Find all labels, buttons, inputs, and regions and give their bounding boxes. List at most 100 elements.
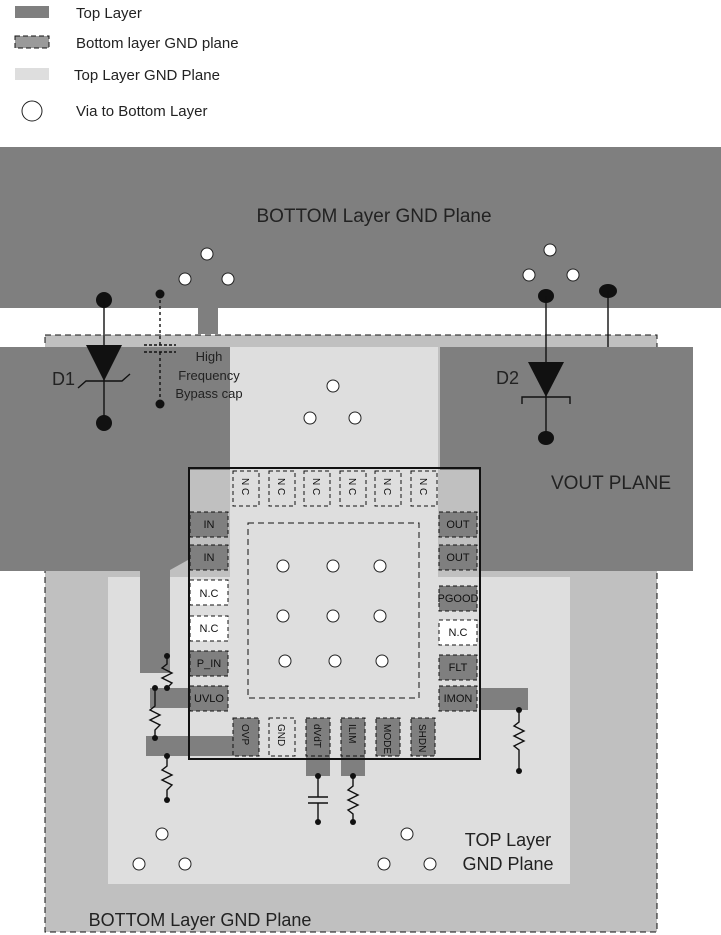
legend-swatch-bottom-gnd	[14, 35, 50, 49]
pad-dot	[516, 768, 522, 774]
ic-package-outline	[188, 467, 481, 760]
vias	[132, 243, 580, 871]
pin-pad	[232, 717, 260, 757]
pin-pad	[189, 685, 229, 712]
pin-right-5: FLT	[449, 662, 468, 674]
pad-dot	[164, 797, 170, 803]
via	[522, 268, 536, 282]
pin-bottom-2: GND	[275, 724, 286, 746]
vout-plane-label: VOUT PLANE	[551, 473, 671, 494]
pin-left-4: N.C	[200, 623, 219, 635]
via	[326, 379, 340, 393]
pin-pad	[340, 717, 366, 757]
pin-pad	[268, 717, 296, 757]
via	[348, 411, 362, 425]
d1-diode: D1	[52, 292, 131, 431]
via	[221, 272, 235, 286]
d1-bar	[77, 373, 131, 389]
pin-pad	[189, 544, 229, 571]
bottom-gnd-plane-top	[0, 147, 721, 308]
uvlo-resistor-network	[148, 653, 174, 803]
via	[566, 268, 580, 282]
ilim-resistor	[346, 773, 360, 825]
via	[326, 559, 340, 573]
pad-dot	[152, 735, 158, 741]
via	[200, 247, 214, 261]
pad-dot	[155, 399, 165, 409]
pin-bottom-1: OVP	[239, 724, 250, 745]
pin-left-2: IN	[204, 552, 215, 564]
bypass-cap: High Frequency Bypass cap	[144, 289, 243, 409]
pad-dot	[164, 685, 170, 691]
cap-label-3: Bypass cap	[175, 386, 242, 401]
via	[423, 857, 437, 871]
legend-via: Via to Bottom Layer	[76, 103, 207, 120]
pin-bottom-5: MODE	[381, 724, 392, 754]
imon-trace	[480, 688, 528, 710]
thermal-pad-vias	[276, 559, 389, 668]
legend-swatch-top-layer	[15, 6, 49, 18]
pin-left-5: P_IN	[197, 658, 222, 670]
pin-top-6: N C	[417, 478, 428, 495]
via	[543, 243, 557, 257]
uvlo-trace	[150, 688, 190, 708]
input-plane	[0, 347, 230, 673]
legend-swatch-top-gnd	[15, 68, 49, 80]
pin-pad	[438, 619, 478, 646]
pin-pad	[305, 717, 331, 757]
pin-right-6: IMON	[444, 693, 473, 705]
pin-pad	[438, 585, 478, 612]
via	[400, 827, 414, 841]
resistor-icon	[160, 756, 174, 800]
pin-bottom-4: ILIM	[346, 724, 357, 743]
via	[328, 654, 342, 668]
pin-right-3: PGOOD	[438, 593, 479, 605]
via	[276, 609, 290, 623]
via	[303, 411, 317, 425]
cap-label-1: High	[196, 349, 223, 364]
pin-top-1: N C	[239, 478, 250, 495]
pin-pad	[438, 654, 478, 681]
pin-bottom-3: dVdT	[311, 724, 322, 748]
pin-pad	[189, 615, 229, 642]
top-gnd-label-2: GND Plane	[462, 854, 553, 874]
pad-dot	[538, 431, 554, 445]
imon-resistor	[512, 707, 526, 774]
pin-pad	[438, 511, 478, 538]
dvdt-trace	[306, 756, 330, 776]
cap-label-2: Frequency	[178, 368, 240, 383]
dvdt-capacitor	[308, 773, 328, 825]
pin-pad	[189, 579, 229, 606]
pin-left-6: UVLO	[194, 693, 224, 705]
via	[178, 857, 192, 871]
right-pins: OUT OUT PGOOD N.C FLT IMON	[438, 511, 479, 712]
pin-pad	[410, 717, 436, 757]
d2-label: D2	[496, 368, 519, 388]
legend: Top Layer Bottom layer GND plane Top Lay…	[14, 5, 239, 122]
pin-top-5: N C	[381, 478, 392, 495]
plane-neck	[198, 307, 218, 334]
legend-top-gnd: Top Layer GND Plane	[74, 67, 220, 84]
legend-top-layer: Top Layer	[76, 5, 142, 22]
via	[375, 654, 389, 668]
resistor-icon	[346, 776, 360, 822]
pad-dot	[350, 819, 356, 825]
pin-pad	[339, 470, 367, 507]
pad-dot	[315, 819, 321, 825]
pin-right-2: OUT	[446, 552, 470, 564]
pin-pad	[374, 470, 402, 507]
pin-top-3: N C	[310, 478, 321, 495]
via	[373, 559, 387, 573]
pin-pad	[303, 470, 331, 507]
pin-pad	[438, 685, 478, 712]
resistor-icon	[160, 656, 174, 689]
legend-via-icon	[21, 100, 43, 122]
resistor-icon	[148, 688, 162, 738]
resistor-icon	[512, 710, 526, 771]
pin-bottom-6: SHDN	[416, 724, 427, 752]
vout-plane	[440, 347, 693, 571]
via	[276, 559, 290, 573]
pin-top-4: N C	[346, 478, 357, 495]
d2-bar	[521, 396, 571, 404]
